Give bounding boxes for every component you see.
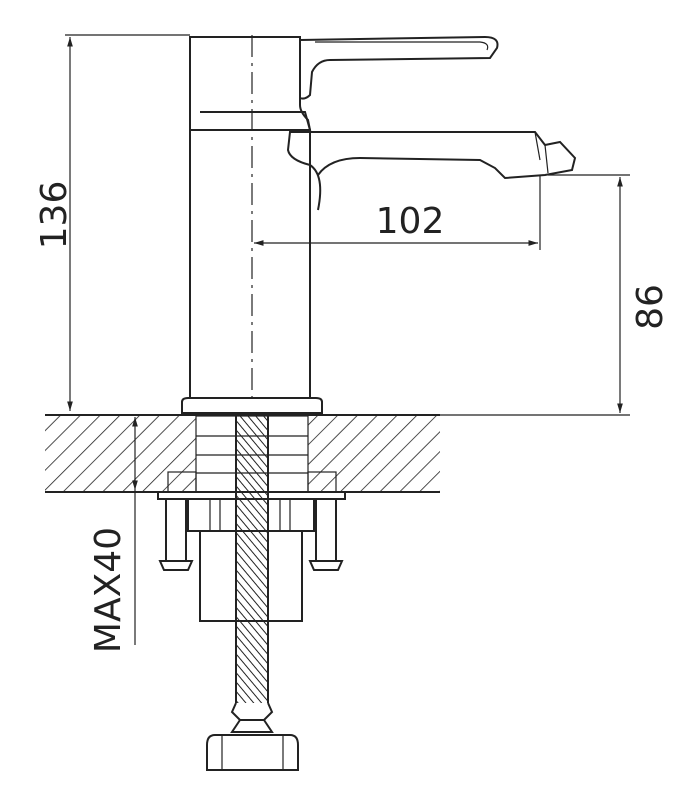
faucet-body — [181, 35, 577, 414]
hose-nut — [206, 734, 299, 771]
dimension-max-thickness: MAX40 — [88, 417, 138, 653]
dimension-spout-height: 86 — [322, 174, 671, 416]
dimension-label-86: 86 — [630, 284, 671, 330]
dimension-label-136: 136 — [34, 181, 75, 250]
dimension-label-max40: MAX40 — [88, 527, 129, 653]
dimension-label-102: 102 — [376, 201, 445, 242]
dimension-spout-reach: 102 — [254, 175, 541, 250]
threaded-rod — [230, 413, 274, 733]
dimension-total-height: 136 — [34, 34, 190, 411]
